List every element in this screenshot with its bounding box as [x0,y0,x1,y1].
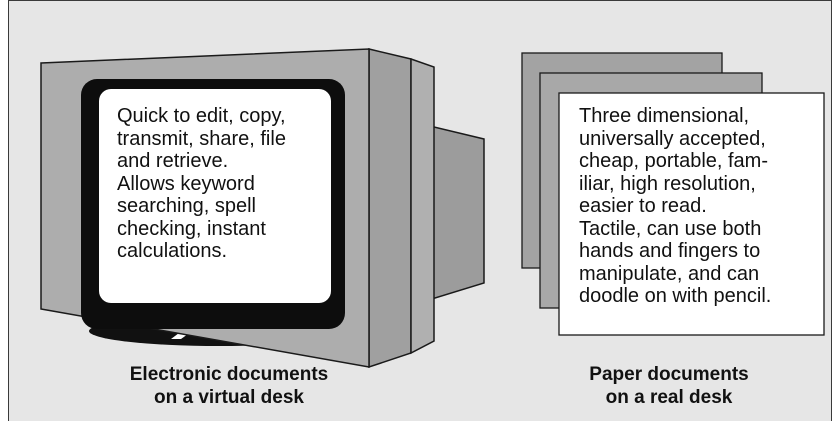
monitor-case-side [368,48,412,369]
paper-stack-illustration [521,52,825,336]
paper-sheet-front [558,92,825,336]
illustration [40,48,825,369]
monitor-screen-text: Quick to edit, copy, transmit, share, fi… [117,105,286,262]
paper-sheet-text: Three dimensional, universally accepted,… [579,105,772,307]
monitor-caption: Electronic documents on a virtual desk [129,364,329,408]
monitor-screen [99,89,331,303]
figure-panel: Quick to edit, copy, transmit, share, fi… [8,0,832,421]
monitor-illustration [40,48,485,369]
monitor-case-side-back [410,57,435,355]
paper-caption: Paper documents on a real desk [589,364,749,408]
